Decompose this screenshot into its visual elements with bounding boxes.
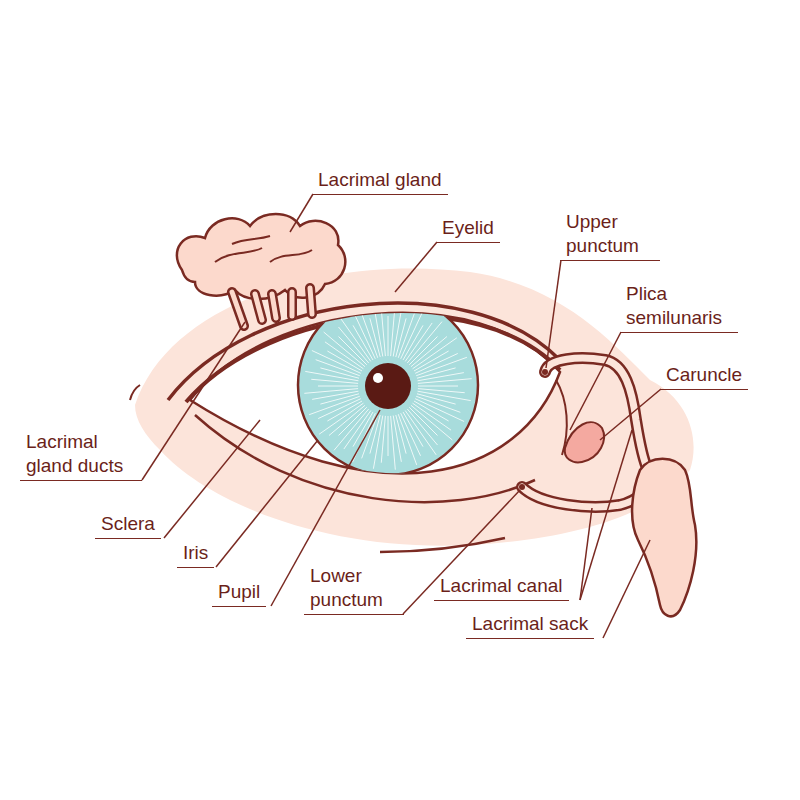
iris-ray [327, 351, 362, 371]
iris-ray [318, 386, 358, 387]
gland-label: Lacrimal gland [312, 168, 448, 195]
iris-ray [370, 318, 380, 357]
iris-ray [396, 415, 406, 454]
lacrimal-sack-shape [632, 459, 696, 617]
iris-ray [353, 325, 373, 360]
ducts-label: Lacrimal gland ducts [20, 430, 142, 481]
eyelid-label: Eyelid [436, 216, 500, 243]
punctum-label: Upper punctum [560, 210, 660, 261]
pupil-highlight [373, 373, 383, 383]
iris-ray [327, 401, 362, 421]
sclera-label: Sclera [95, 512, 161, 539]
iris-ray [414, 401, 449, 421]
iris-ray [417, 368, 456, 378]
iris-ray [418, 379, 472, 384]
pupil-shape [365, 363, 411, 409]
iris-ray [334, 409, 369, 450]
punctum-label: Lower punctum [304, 564, 404, 615]
upper-punctum-dot [542, 369, 548, 375]
canal-label: Lacrimal canal [434, 574, 569, 601]
iris-ray [407, 322, 442, 363]
iris-ray [324, 332, 365, 367]
iris-ray [403, 412, 423, 447]
iris-ray [403, 325, 423, 360]
lower-lid-line [195, 415, 535, 502]
sack-label: Lacrimal sack [466, 612, 594, 639]
iris-ray [304, 389, 358, 394]
lid-fold [130, 385, 140, 400]
iris-shape [298, 295, 478, 475]
iris-ray [409, 407, 437, 435]
leader-lines [142, 194, 661, 638]
iris-ray [411, 405, 452, 440]
iris-ray [339, 407, 367, 435]
lower-punctum-dot [519, 484, 525, 490]
caruncle-label: Caruncle [660, 363, 748, 390]
plica-label: Plica semilunaris [620, 282, 738, 333]
iris-ray [339, 337, 367, 365]
iris-ray [391, 416, 396, 470]
lacrimal-gland-shape [177, 214, 345, 326]
iris-label: Iris [177, 541, 214, 568]
plica-shape [556, 380, 567, 455]
iris-ray [418, 386, 458, 387]
iris-ray [381, 302, 386, 356]
iris-ray [388, 416, 389, 456]
iris-ray [388, 316, 389, 356]
iris-ray [320, 394, 359, 404]
iris-ray [414, 351, 449, 371]
lower-lid-fold [380, 538, 505, 552]
pupil-label: Pupil [212, 580, 266, 607]
iris-ray [409, 337, 437, 365]
